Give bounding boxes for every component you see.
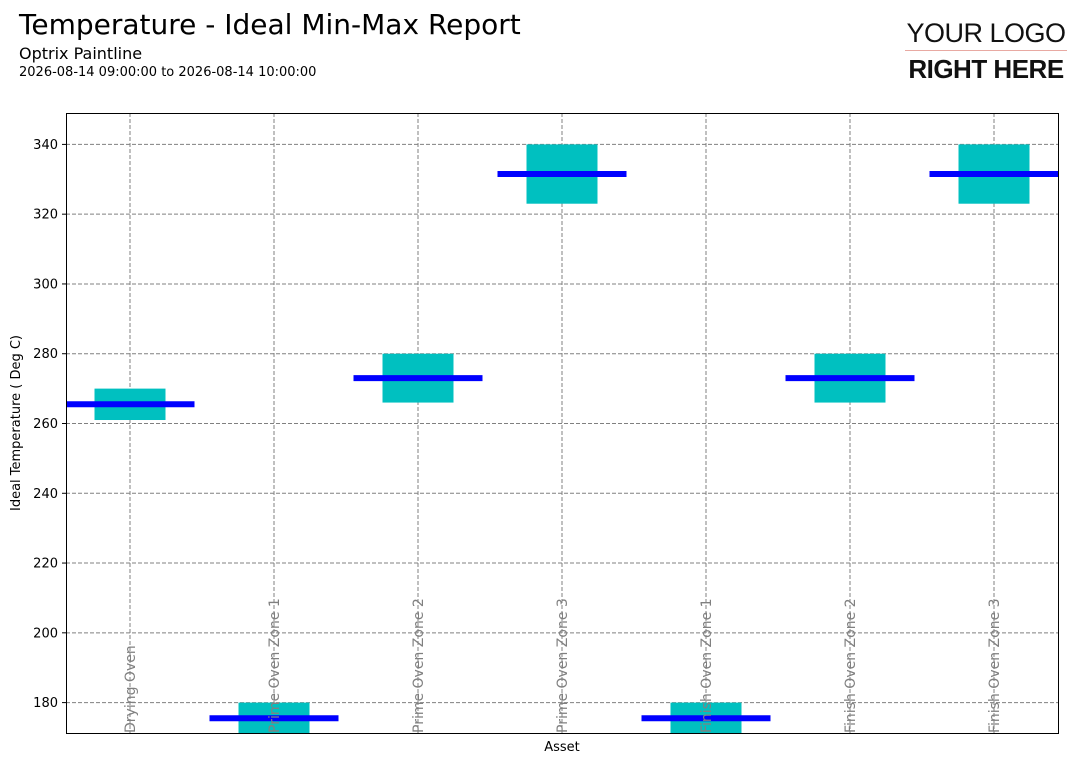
y-tick-label: 340 <box>33 138 58 153</box>
y-tick-label: 260 <box>33 417 58 432</box>
y-tick-label: 300 <box>33 277 58 292</box>
y-tick-label: 280 <box>33 347 58 362</box>
logo-divider <box>905 50 1067 51</box>
logo-line-2: RIGHT HERE <box>908 54 1064 84</box>
category-label: Prime Oven Zone 3 <box>555 598 571 733</box>
y-tick-label: 320 <box>33 208 58 223</box>
category-label: Finish Oven Zone 2 <box>843 598 859 733</box>
y-tick-label: 180 <box>33 696 58 711</box>
plot-frame <box>66 113 1059 734</box>
y-tick-label: 220 <box>33 557 58 572</box>
category-label: Prime Oven Zone 1 <box>267 598 283 733</box>
logo-line-1: YOUR LOGO <box>906 18 1066 48</box>
logo: YOUR LOGO RIGHT HERE <box>905 17 1067 83</box>
y-tick-label: 240 <box>33 487 58 502</box>
y-axis-label: Ideal Temperature ( Deg C) <box>9 335 24 511</box>
category-label: Finish Oven Zone 1 <box>699 598 715 733</box>
category-label: Prime Oven Zone 2 <box>411 598 427 733</box>
y-tick-label: 200 <box>33 626 58 641</box>
report-title: Temperature - Ideal Min-Max Report <box>19 8 521 41</box>
category-label: Finish Oven Zone 3 <box>987 598 1003 733</box>
category-label: Drying Oven <box>123 645 139 733</box>
report-date-range: 2026-08-14 09:00:00 to 2026-08-14 10:00:… <box>19 65 317 80</box>
x-axis-label: Asset <box>544 740 580 755</box>
report-subtitle: Optrix Paintline <box>19 44 143 63</box>
